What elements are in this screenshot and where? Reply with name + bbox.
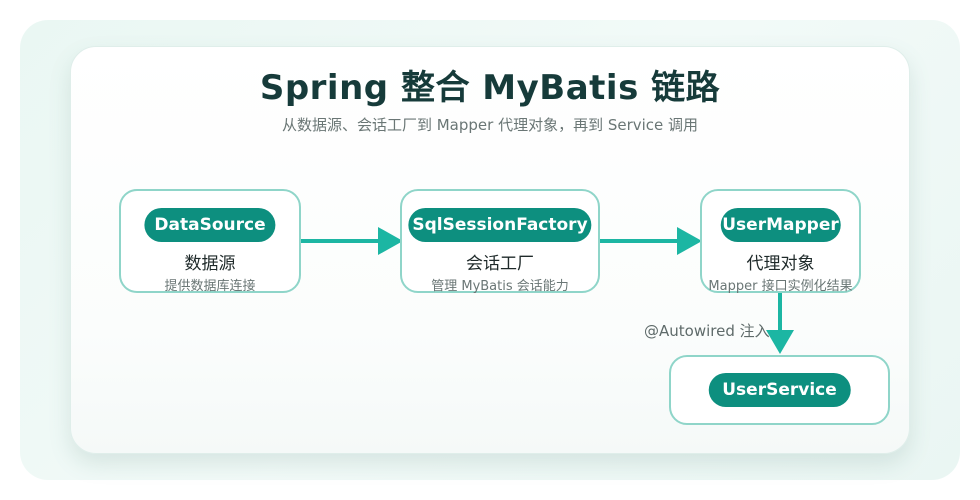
- node-datasource-name: DataSource: [144, 208, 276, 242]
- diagram-subtitle: 从数据源、会话工厂到 Mapper 代理对象，再到 Service 调用: [281, 116, 699, 134]
- node-datasource: DataSource 数据源 提供数据库连接: [119, 189, 301, 294]
- arrowhead-mapper-to-service: [766, 330, 794, 354]
- node-sqlsessionfactory-name: SqlSessionFactory: [408, 208, 592, 242]
- arrowhead-datasource-to-factory: [378, 227, 403, 255]
- node-usermapper-desc: Mapper 接口实例化结果: [708, 279, 853, 294]
- node-sqlsessionfactory-desc: 管理 MyBatis 会话能力: [431, 279, 569, 294]
- node-datasource-label: 数据源: [184, 254, 236, 274]
- node-datasource-desc: 提供数据库连接: [164, 279, 256, 294]
- node-sqlsessionfactory-label: 会话工厂: [466, 254, 534, 274]
- node-userservice-name: UserService: [708, 373, 851, 407]
- node-usermapper-name: UserMapper: [720, 208, 841, 242]
- node-sqlsessionfactory: SqlSessionFactory 会话工厂 管理 MyBatis 会话能力: [400, 189, 600, 294]
- node-usermapper: UserMapper 代理对象 Mapper 接口实例化结果: [700, 189, 861, 294]
- node-userservice: UserService: [669, 355, 890, 425]
- node-usermapper-label: 代理对象: [746, 254, 815, 274]
- arrowhead-factory-to-mapper: [677, 227, 702, 255]
- edge-label-autowired: @Autowired 注入: [644, 322, 770, 340]
- diagram-title: Spring 整合 MyBatis 链路: [259, 68, 721, 108]
